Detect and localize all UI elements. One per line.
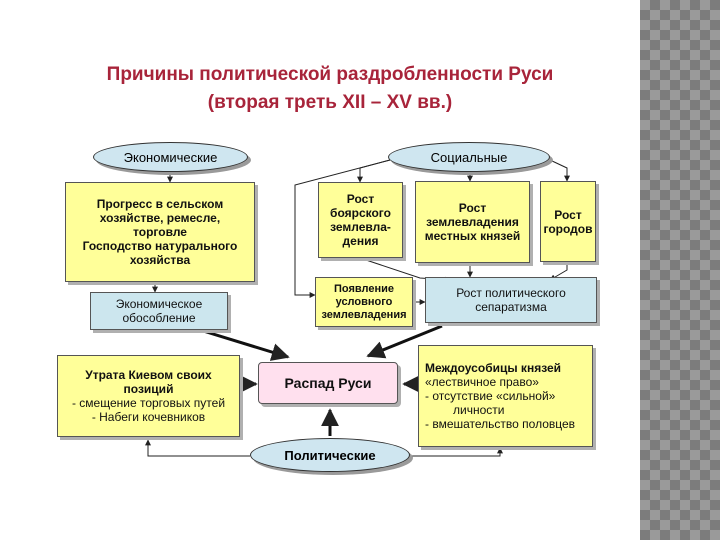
box-cities-line1: Рост: [554, 207, 582, 222]
box-collapse: Распад Руси: [258, 362, 398, 404]
decorative-side-pattern: [640, 0, 720, 540]
box-prince-land-line3: местных князей: [424, 229, 521, 243]
box-kiev-line1: Утрата Киевом своих: [85, 368, 212, 382]
box-conditional-land-line1: Появление: [333, 282, 394, 295]
box-boyar-land-line4: дения: [342, 234, 379, 248]
box-progress-line3: торговле: [133, 225, 187, 239]
box-separatism-line2: сепаратизма: [475, 300, 547, 314]
box-boyar-land-line3: землевла-: [330, 220, 391, 234]
diagram-title: Причины политической раздробленности Рус…: [106, 64, 554, 85]
box-economic-isolation-line1: Экономическое: [115, 297, 203, 311]
box-feuds-line3: - отсутствие «сильной»: [425, 389, 556, 403]
box-economic-isolation: Экономическое обособление: [90, 292, 228, 330]
box-conditional-land-line3: землевладения: [321, 308, 407, 321]
box-progress: Прогресс в сельском хозяйстве, ремесле, …: [65, 182, 255, 282]
box-feuds-line4: личности: [453, 403, 505, 417]
arrow-political-kiev: [145, 439, 250, 457]
box-feuds-line2: «лествичное право»: [425, 375, 539, 389]
arrow-political-feuds: [410, 447, 503, 457]
box-progress-line2: хозяйстве, ремесле,: [99, 211, 221, 225]
box-conditional-land-line2: условного: [335, 295, 393, 308]
box-progress-line4: Господство натурального: [82, 239, 238, 253]
box-prince-land-line2: землевладения: [426, 215, 519, 229]
oval-social-label: Социальные: [430, 149, 508, 165]
box-feuds: Междоусобицы князей «лествичное право» -…: [418, 345, 593, 447]
box-collapse-label: Распад Руси: [284, 375, 372, 391]
oval-political: Политические: [250, 438, 410, 472]
box-kiev: Утрата Киевом своих позиций - смещение т…: [57, 355, 240, 437]
arrow-social-cities: [549, 159, 570, 182]
oval-economic: Экономические: [93, 142, 248, 172]
arrow-cities-separatism: [549, 262, 568, 281]
box-feuds-line1: Междоусобицы князей: [425, 361, 562, 375]
box-feuds-line5: - вмешательство половцев: [425, 417, 576, 431]
box-progress-line1: Прогресс в сельском: [96, 197, 224, 211]
box-prince-land: Рост землевладения местных князей: [415, 181, 530, 263]
box-separatism: Рост политического сепаратизма: [425, 277, 597, 323]
box-conditional-land: Появление условного землевладения: [315, 277, 413, 327]
oval-political-label: Политические: [284, 447, 376, 463]
box-kiev-line3: - смещение торговых путей: [71, 396, 226, 410]
arrow-social-boyar: [357, 159, 391, 183]
oval-social: Социальные: [388, 142, 550, 172]
diagram-subtitle: (вторая треть XII – XV вв.): [207, 92, 453, 113]
box-separatism-line1: Рост политического: [456, 286, 566, 300]
box-progress-line5: хозяйства: [129, 253, 191, 267]
arrow-social-conditional: [294, 159, 391, 298]
box-kiev-line4: - Набеги кочевников: [91, 410, 206, 424]
box-cities-line2: городов: [543, 221, 593, 236]
box-boyar-land-line1: Рост: [346, 192, 375, 206]
box-economic-isolation-line2: обособление: [122, 311, 196, 325]
box-kiev-line2: позиций: [123, 382, 174, 396]
box-boyar-land: Рост боярского землевла- дения: [318, 182, 403, 258]
box-cities: Рост городов: [540, 181, 596, 262]
arrow-separatism-collapse: [366, 324, 443, 359]
box-boyar-land-line2: боярского: [330, 206, 391, 220]
oval-economic-label: Экономические: [123, 149, 218, 165]
arrow-isolation-collapse: [199, 328, 290, 361]
box-prince-land-line1: Рост: [458, 201, 487, 215]
